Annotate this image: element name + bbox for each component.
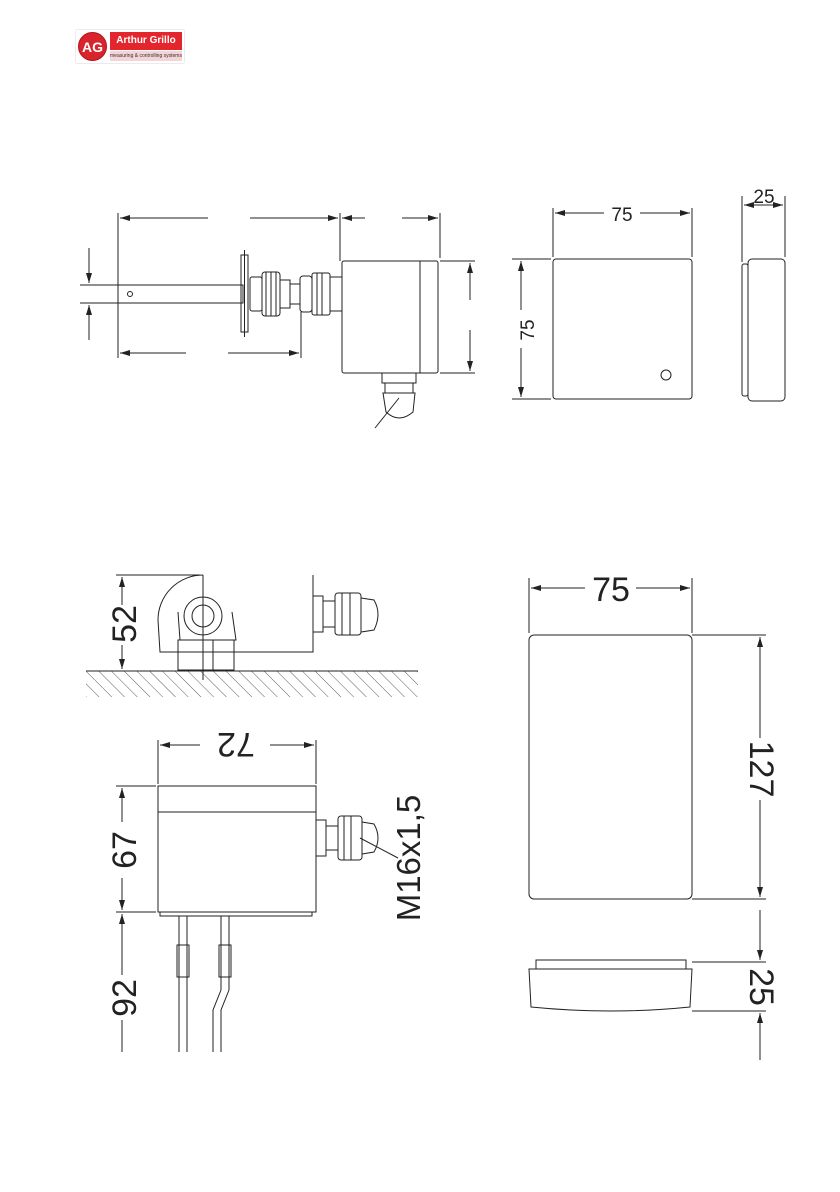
dim-duct-height: 67 (106, 831, 144, 869)
dim-wall-width: 75 (592, 571, 630, 609)
wall-housing-view (529, 578, 766, 1060)
dim-top-front-height: 75 (518, 319, 539, 340)
dim-duct-width: 72 (217, 725, 255, 763)
dim-cable-height: 52 (106, 605, 144, 643)
dim-wall-depth: 25 (742, 968, 780, 1006)
duct-sensor-view (116, 740, 398, 1052)
dim-probe-length: 92 (106, 979, 144, 1017)
dim-thread: M16x1,5 (390, 795, 427, 922)
dim-top-front-width: 75 (611, 205, 632, 226)
side-view-narrow (742, 196, 785, 401)
dim-wall-height: 127 (742, 741, 780, 798)
duct-probe-view (80, 213, 475, 428)
front-view-square (512, 208, 692, 399)
dim-top-side-depth: 25 (753, 187, 774, 208)
